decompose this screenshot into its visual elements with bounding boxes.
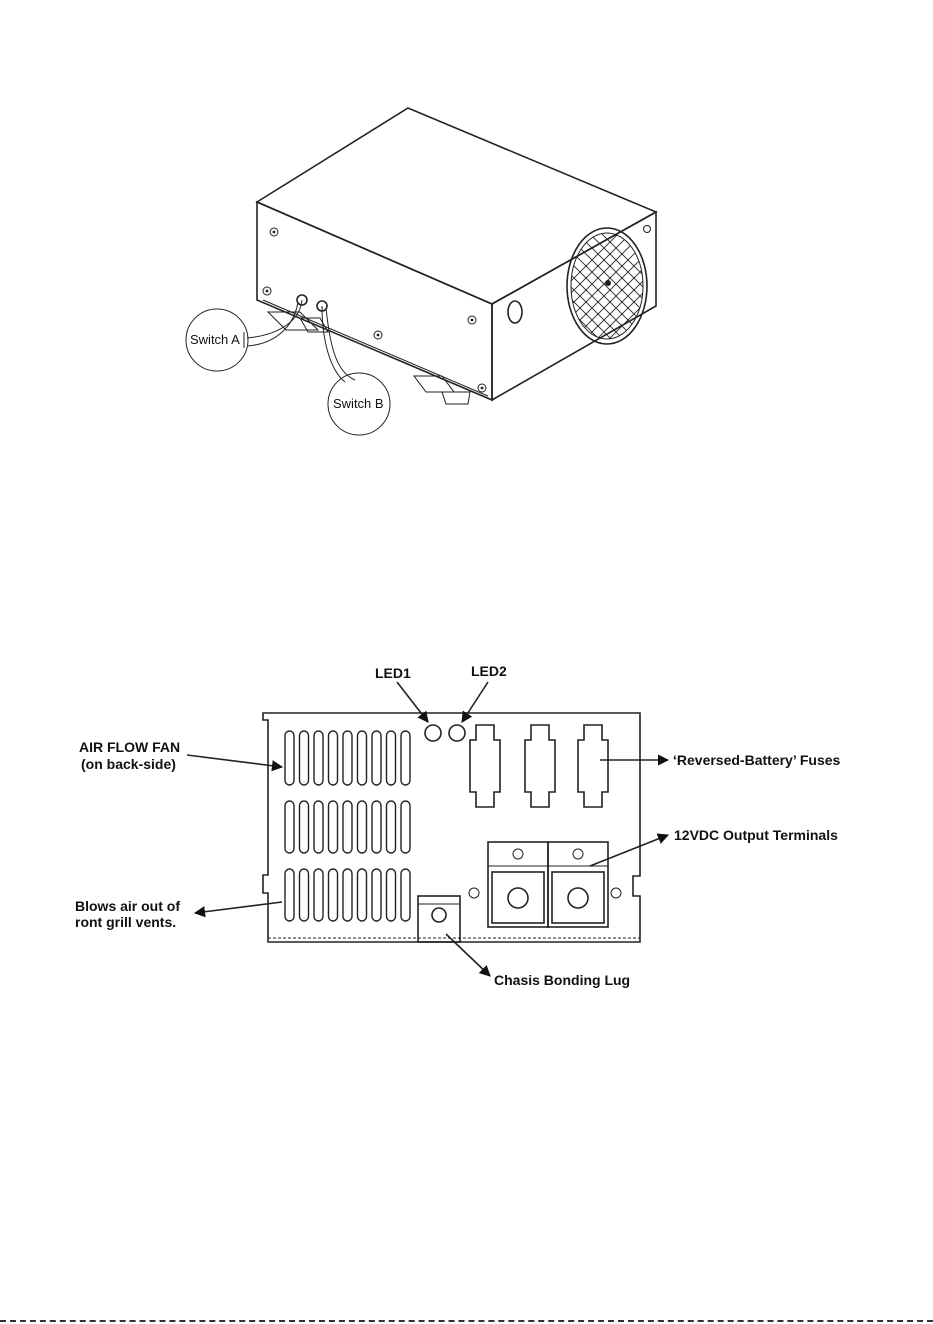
vent-slot xyxy=(358,801,367,853)
vent-slot xyxy=(285,731,294,785)
enclosure-feet xyxy=(268,312,470,404)
chasis-bonding-lug-label: Chasis Bonding Lug xyxy=(494,972,630,988)
enclosure-figure: Switch A Switch B xyxy=(186,108,660,435)
vent-slot xyxy=(401,731,410,785)
vent-slot xyxy=(329,801,338,853)
vent-slot xyxy=(300,731,309,785)
vent-slot xyxy=(372,801,381,853)
led1-label: LED1 xyxy=(375,665,411,681)
vent-slot xyxy=(387,869,396,921)
output-terminals-label: 12VDC Output Terminals xyxy=(674,827,838,843)
blows-air-sublabel: ront grill vents. xyxy=(75,914,176,930)
enclosure-front-face xyxy=(257,202,492,400)
side-port xyxy=(508,301,522,323)
led2-label: LED2 xyxy=(471,663,507,679)
reversed-battery-fuses-label: ‘Reversed-Battery’ Fuses xyxy=(673,752,841,768)
vent-slot xyxy=(343,801,352,853)
page-bottom-border xyxy=(0,1320,933,1324)
switch-a-label: Switch A xyxy=(190,332,240,347)
chassis-bonding-lug xyxy=(418,896,460,942)
vent-slot xyxy=(285,801,294,853)
led2-indicator xyxy=(449,725,465,741)
vent-slot xyxy=(314,731,323,785)
vent-slot xyxy=(329,869,338,921)
vent-slot xyxy=(285,869,294,921)
vent-slot xyxy=(401,869,410,921)
blows-air-label: Blows air out of xyxy=(75,898,180,914)
fuse-holders xyxy=(470,725,608,807)
vent-slot xyxy=(387,731,396,785)
vent-slot xyxy=(329,731,338,785)
vent-slot xyxy=(372,869,381,921)
led1-indicator xyxy=(425,725,441,741)
vent-slot xyxy=(401,801,410,853)
vent-slot xyxy=(358,731,367,785)
vent-slot xyxy=(343,869,352,921)
front-panel-figure: LED1 LED2 AIR FLOW FAN (on back-side) ‘R… xyxy=(75,663,841,988)
output-terminals xyxy=(469,842,621,927)
vent-slot xyxy=(314,869,323,921)
vent-slot xyxy=(387,801,396,853)
vent-slot xyxy=(372,731,381,785)
fan-grill xyxy=(560,192,660,400)
vent-slots xyxy=(285,731,410,921)
air-flow-fan-sublabel: (on back-side) xyxy=(81,756,176,772)
vent-slot xyxy=(358,869,367,921)
vent-slot xyxy=(300,869,309,921)
switch-b-label: Switch B xyxy=(333,396,384,411)
front-panel-outline xyxy=(263,713,640,942)
vent-slot xyxy=(300,801,309,853)
air-flow-fan-label: AIR FLOW FAN xyxy=(79,739,180,755)
vent-slot xyxy=(343,731,352,785)
vent-slot xyxy=(314,801,323,853)
enclosure-top-face xyxy=(257,108,656,304)
